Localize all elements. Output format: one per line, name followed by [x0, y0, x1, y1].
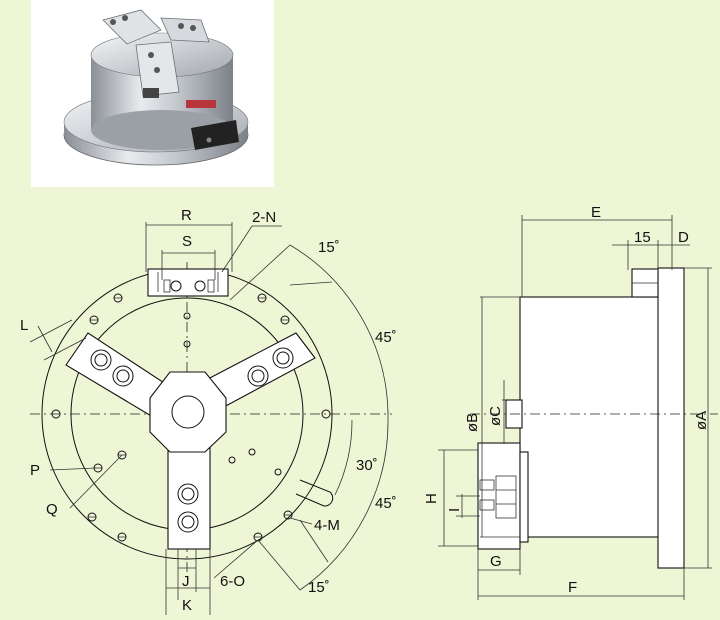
label-15deg-top: 15˚ — [318, 239, 340, 256]
center-hub — [149, 371, 227, 453]
label-l: L — [20, 317, 28, 334]
label-phi-c: øC — [487, 406, 504, 426]
label-r: R — [181, 207, 192, 224]
side-view — [438, 215, 718, 600]
label-f: F — [568, 579, 577, 596]
label-6o: 6-O — [220, 573, 245, 590]
side-front-face — [477, 442, 521, 550]
bolt-holes — [51, 293, 331, 542]
top-port-block — [147, 268, 229, 297]
side-jaw-detail — [479, 475, 517, 519]
label-d: D — [678, 229, 689, 246]
label-g: G — [490, 553, 502, 570]
arc-45-top — [289, 244, 389, 415]
label-s: S — [182, 233, 192, 250]
label-phi-b: øB — [464, 413, 481, 432]
label-i: I — [446, 508, 463, 512]
label-30deg: 30˚ — [356, 457, 378, 474]
arc-30 — [334, 419, 353, 496]
label-15: 15 — [634, 229, 651, 246]
chuck-photo-illustration — [63, 9, 249, 166]
side-flange — [657, 267, 685, 569]
label-h: H — [423, 493, 440, 504]
dimension-labels: R S 2-N 15˚ 45˚ L P Q 30˚ 45˚ 4-M 15˚ J … — [20, 204, 710, 614]
label-k: K — [182, 597, 192, 614]
center-bore — [171, 395, 205, 429]
front-view — [29, 222, 392, 615]
label-q: Q — [46, 501, 58, 518]
label-phi-a: øA — [693, 411, 710, 430]
label-p: P — [30, 462, 40, 479]
arc-45-bottom — [299, 419, 389, 591]
label-45deg-bottom: 45˚ — [375, 495, 397, 512]
label-2n: 2-N — [252, 209, 276, 226]
jaw-bottom — [167, 445, 211, 550]
label-4m: 4-M — [314, 517, 340, 534]
slot — [295, 479, 334, 507]
product-photo — [31, 0, 274, 187]
label-e: E — [591, 204, 601, 221]
label-15deg-bottom: 15˚ — [308, 579, 330, 596]
label-45deg-top: 45˚ — [375, 329, 397, 346]
side-body — [519, 296, 661, 538]
label-j: J — [182, 573, 190, 590]
